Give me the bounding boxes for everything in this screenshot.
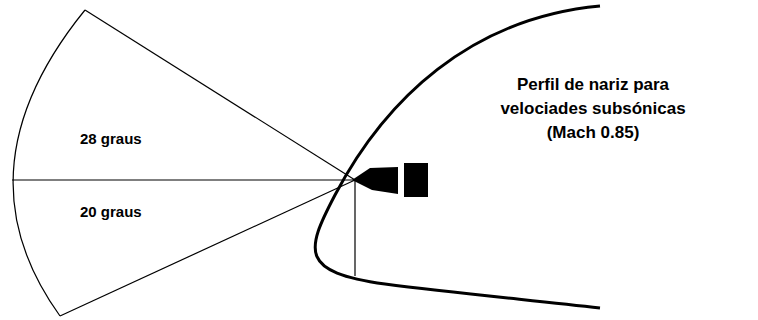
caption-note: Perfil de nariz para velociades subsónic… — [484, 73, 702, 145]
angle-label: 28 graus — [80, 130, 142, 147]
sensor-body — [404, 163, 428, 197]
vertical-line — [354, 180, 355, 276]
upper-limit-line — [85, 10, 355, 180]
nose-profile — [315, 6, 600, 308]
angle-label: 20 graus — [80, 203, 142, 220]
lower-limit-line — [60, 180, 355, 316]
axis-line — [12, 179, 355, 180]
field-arc — [13, 10, 85, 316]
sensor-horn — [352, 167, 398, 194]
